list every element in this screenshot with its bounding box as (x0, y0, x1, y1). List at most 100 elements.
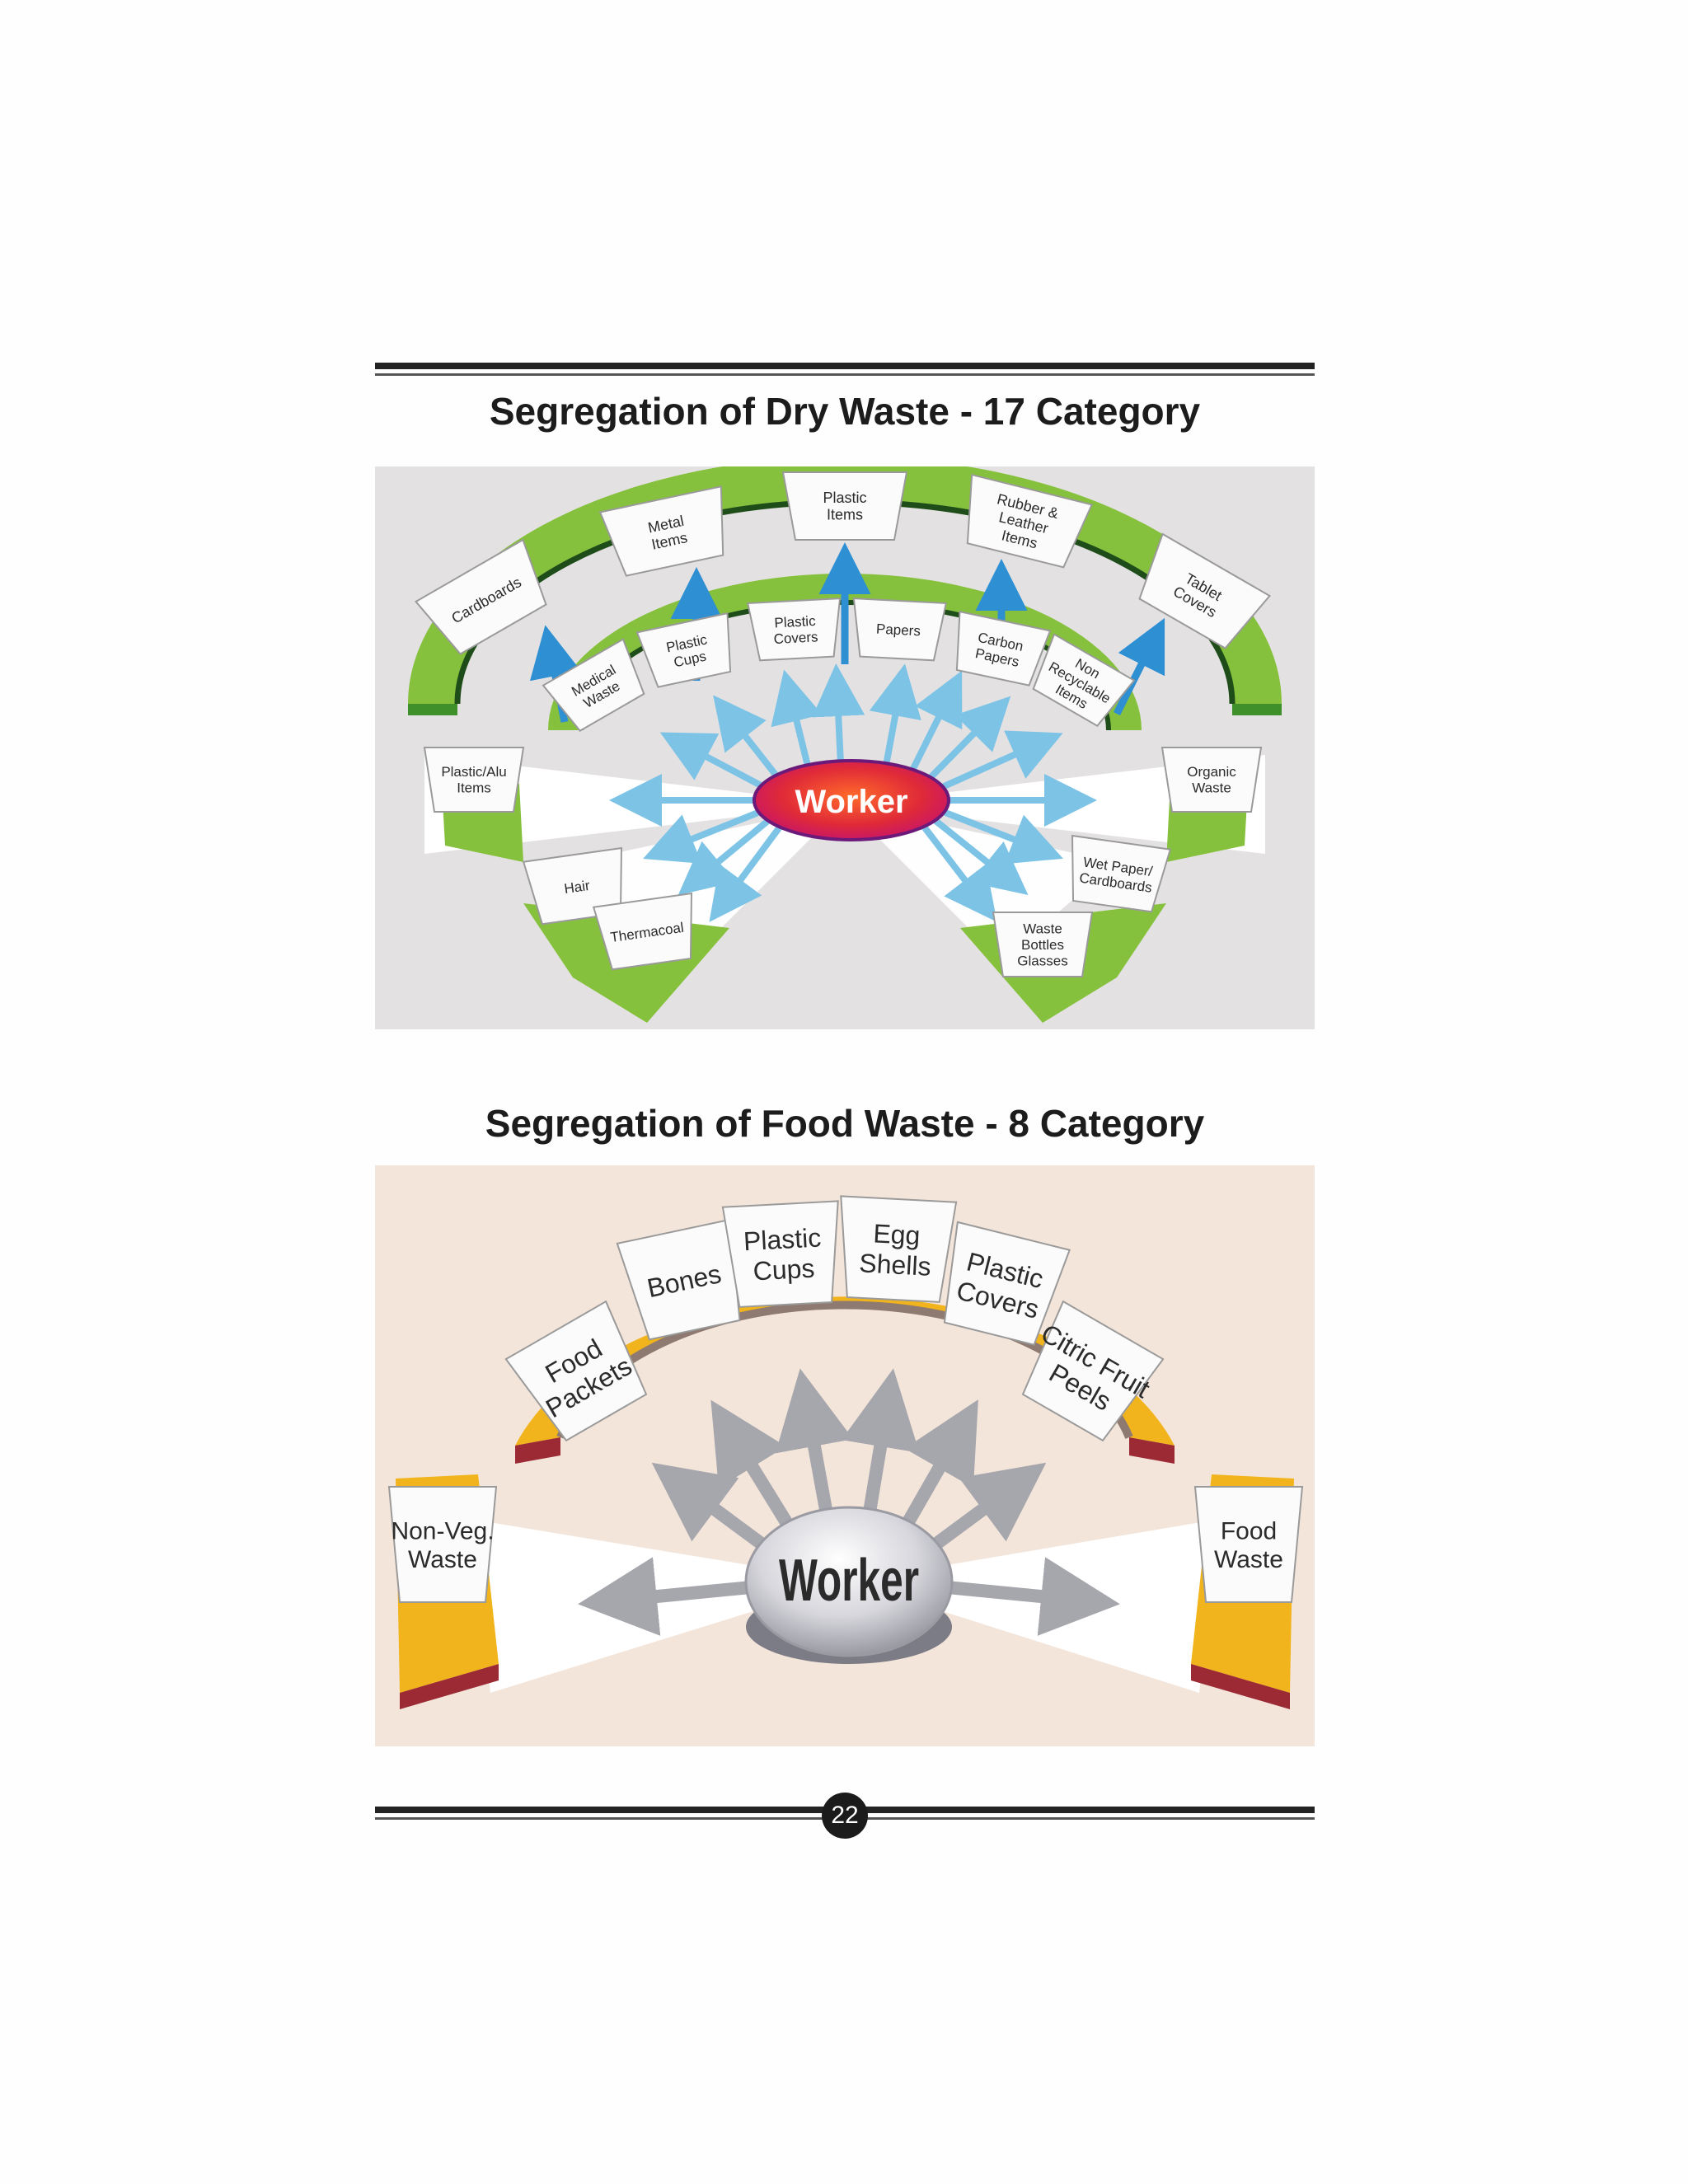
dry-worker-label: Worker (795, 784, 907, 820)
bin-label: Egg (873, 1218, 921, 1250)
dry-arrow-11 (678, 815, 774, 896)
bin-box (1193, 1486, 1304, 1603)
bin-box (415, 538, 547, 655)
food-right-wedge (849, 1520, 1216, 1693)
bin-box (598, 485, 724, 577)
food-arrow-0 (651, 1462, 768, 1551)
bin-label: Glasses (1017, 954, 1067, 969)
dry-outer-arrow-4 (1113, 617, 1165, 716)
top-rule (375, 363, 1315, 376)
dry-arrow-12 (709, 822, 785, 922)
bin-box (852, 598, 947, 662)
bin-label: Organic (1187, 764, 1236, 780)
dry-side-bin-hair: Hair (522, 846, 623, 926)
bin-label: Shells (859, 1248, 932, 1282)
bin-box (747, 598, 842, 662)
dry-arrow-6 (926, 696, 1011, 783)
bin-box (955, 610, 1052, 687)
food-arrow-5 (930, 1462, 1047, 1551)
dry-arrow-13 (937, 807, 1063, 865)
bin-label: Food (1221, 1517, 1277, 1544)
food-waste-title: Segregation of Food Waste - 8 Category (485, 1102, 1205, 1145)
dry-arrow-1 (713, 695, 781, 780)
bin-box (423, 747, 525, 813)
bin-label: Plastic (774, 613, 816, 631)
dry-arrows (529, 542, 1165, 922)
bin-box (1071, 834, 1172, 913)
dry-side-bin-thermacoal: Thermacoal (592, 892, 693, 971)
bin-box (504, 1300, 648, 1442)
bin-box (1138, 532, 1271, 649)
bin-box (1021, 1300, 1165, 1442)
bin-label: Bottles (1021, 937, 1064, 953)
food-arrow-7 (946, 1557, 1120, 1636)
dry-waste-title: Segregation of Dry Waste - 17 Category (489, 390, 1201, 433)
dry-arrow-10 (643, 807, 766, 864)
bin-label: Waste (1192, 780, 1231, 796)
bin-box (781, 471, 908, 541)
bin-label: Plastic (743, 1222, 822, 1256)
page-number: 22 (822, 1793, 868, 1839)
bin-label: Waste (1023, 921, 1062, 936)
dry-arrow-5 (908, 670, 963, 774)
food-arrow-1 (710, 1399, 795, 1530)
bin-label: Hair (563, 878, 591, 897)
dry-arrow-0 (659, 732, 767, 791)
dry-side-bin-wet-paper-cardboards: Wet Paper/Cardboards (1071, 834, 1172, 913)
bin-label: Covers (773, 629, 818, 647)
food-arrow-3 (841, 1368, 920, 1514)
bin-label: Items (827, 507, 863, 523)
food-arc-bin-bones: Bones (616, 1218, 741, 1341)
food-worker-node (744, 1506, 954, 1657)
bin-label: Cups (753, 1254, 815, 1286)
bin-box (1160, 747, 1263, 813)
dry-arrow-14 (930, 815, 1029, 896)
bin-label: Waste (1214, 1546, 1283, 1573)
bin-box (616, 1218, 741, 1341)
bin-label: Plastic/Alu (441, 764, 506, 780)
bin-box (635, 612, 732, 688)
bin-box (387, 1486, 498, 1603)
bin-box (943, 1221, 1071, 1346)
bin-box (966, 473, 1094, 569)
food-arrow-2 (775, 1368, 854, 1514)
bin-label: Plastic (823, 490, 866, 506)
dry-outer-bin-cardboards: Cardboards (415, 538, 547, 655)
bin-label: Papers (876, 621, 921, 640)
food-worker-label: Worker (779, 1548, 919, 1614)
bin-box (721, 1200, 839, 1308)
food-side-bin-non-veg-waste: Non-Veg.Waste (387, 1486, 498, 1603)
dry-arrow-15 (919, 822, 997, 922)
dry-arrow-3 (812, 663, 865, 763)
bin-box (992, 912, 1094, 977)
bin-label: Waste (408, 1546, 477, 1573)
bin-box (592, 892, 693, 971)
bin-label: Items (457, 780, 491, 796)
dry-worker-node (753, 759, 950, 841)
food-arrow-6 (578, 1557, 752, 1636)
dry-arrow-7 (936, 730, 1063, 793)
